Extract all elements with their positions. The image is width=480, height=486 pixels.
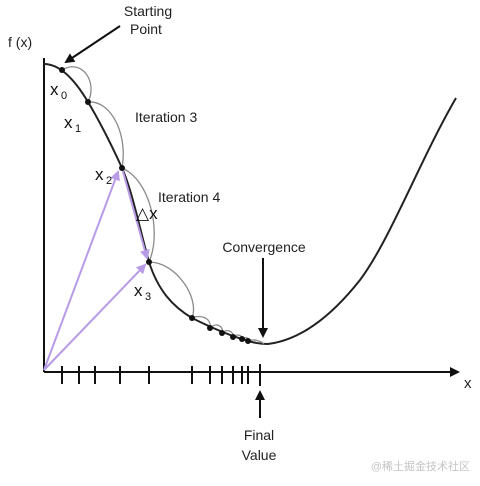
function-curve	[43, 63, 457, 346]
point-x2	[119, 165, 125, 171]
iteration-3-label: Iteration 3	[135, 109, 197, 125]
point-x0	[59, 67, 65, 73]
x2-label: x 2	[95, 165, 112, 187]
point-x4	[189, 315, 195, 321]
point-x9	[245, 338, 251, 344]
point-x5	[207, 325, 213, 331]
point-x8	[239, 336, 245, 342]
starting-point-label-line1: Starting	[124, 3, 172, 19]
point-x3	[146, 259, 152, 265]
arc-x0-x1	[61, 66, 92, 103]
svg-text:0: 0	[61, 90, 67, 102]
arc-x1-x2	[87, 101, 124, 169]
x1-label: x 1	[64, 113, 81, 135]
starting-point-arrow	[64, 25, 121, 64]
svg-text:x: x	[95, 165, 104, 184]
final-value-label-line2: Value	[242, 447, 277, 463]
svg-text:2: 2	[106, 175, 112, 187]
svg-text:x: x	[64, 113, 73, 132]
final-value-label-line1: Final	[244, 427, 274, 443]
svg-text:x: x	[134, 281, 143, 300]
x3-label: x 3	[134, 281, 151, 303]
x-axis-label: x	[464, 375, 472, 392]
x0-label: x 0	[50, 80, 67, 102]
vector-origin-to-x2	[43, 170, 120, 371]
arc-x2-x3	[121, 167, 155, 263]
gradient-vectors	[43, 167, 150, 371]
point-x7	[230, 334, 236, 340]
point-x1	[85, 99, 91, 105]
watermark: @稀土掘金技术社区	[371, 459, 470, 473]
starting-point-label-line2: Point	[130, 21, 162, 37]
convergence-label: Convergence	[222, 239, 305, 255]
svg-text:x: x	[50, 80, 59, 99]
delta-x-label: △x	[136, 204, 158, 223]
x-axis-ticks	[61, 364, 261, 386]
svg-text:3: 3	[145, 291, 151, 303]
vector-origin-to-x3	[43, 263, 147, 371]
y-axis-label: f (x)	[8, 34, 32, 50]
svg-text:1: 1	[75, 123, 81, 135]
vector-x2-to-x3	[121, 167, 150, 260]
iteration-4-label: Iteration 4	[158, 189, 220, 205]
iteration-points	[59, 67, 251, 344]
point-x6	[219, 330, 225, 336]
arc-x3-x4	[148, 261, 195, 319]
